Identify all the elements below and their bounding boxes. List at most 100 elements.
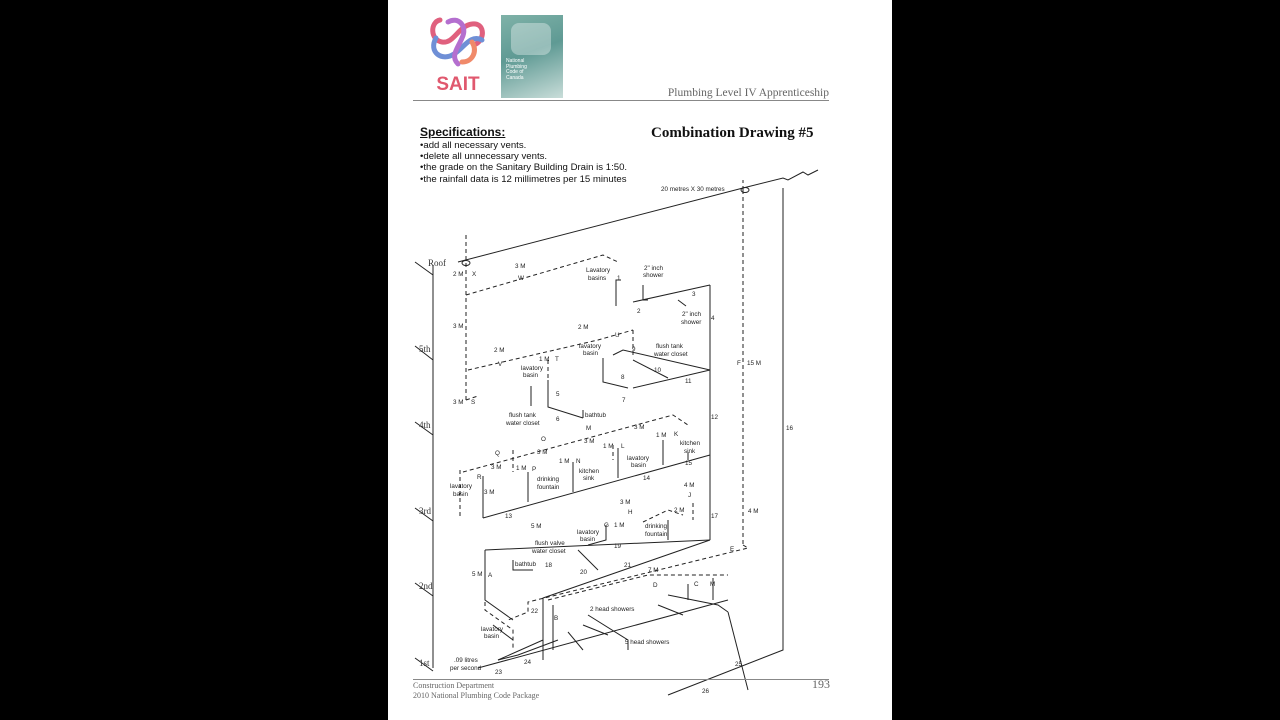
pipe-letter-label: O <box>541 436 546 443</box>
pipe-length-label: 3 M <box>453 399 464 406</box>
specifications-title: Specifications: <box>420 125 506 139</box>
pipe-length-label: 1 M <box>516 465 527 472</box>
pipe-number-label: 1 <box>617 275 621 282</box>
stack-caps <box>461 187 750 266</box>
fixture-label: kitchen <box>579 468 599 475</box>
plumbing-isometric-drawing: Roof 5th 4th 3rd 2nd 1st 20 metres X 30 … <box>414 169 819 696</box>
fixture-label: shower <box>643 272 663 279</box>
code-book-cover: National Plumbing Code of Canada <box>501 15 563 98</box>
specifications-block: Specifications: •add all necessary vents… <box>420 125 627 185</box>
logo-text: SAIT <box>436 74 480 94</box>
pipe-number-label: 21 <box>624 562 632 569</box>
pipe-length-label: 3 M <box>515 263 526 270</box>
fixture-label: lavatory <box>627 455 650 462</box>
fixture-label: bathtub <box>585 412 607 419</box>
fixture-label: kitchen <box>680 440 700 447</box>
pipe-letter-label: S <box>471 399 475 406</box>
pipe-letter-label: N <box>576 458 581 465</box>
pipe-letter-label: C <box>694 581 699 588</box>
pipe-length-label: 3 M <box>537 449 548 456</box>
footer-package: 2010 National Plumbing Code Package <box>413 690 540 700</box>
book-cover-photo <box>511 23 551 55</box>
solid-piping <box>414 169 819 696</box>
fixture-label: basin <box>583 350 599 357</box>
pipe-length-label: 15 M <box>747 360 761 367</box>
fixture-label: lavatory <box>577 529 600 536</box>
fixture-label: water closet <box>531 548 566 555</box>
pipe-length-label: 1 M <box>656 432 667 439</box>
footer-divider <box>413 679 829 680</box>
fixture-label: basin <box>453 491 469 498</box>
fixture-label: 2" inch <box>682 311 702 318</box>
footer-department: Construction Department <box>413 681 495 690</box>
fixture-label: 2" inch <box>644 265 664 272</box>
fixture-label: 2 head showers <box>590 606 634 613</box>
spec-item: •the rainfall data is 12 millimetres per… <box>420 173 627 185</box>
pipe-number-label: 7 <box>622 397 626 404</box>
pipe-length-label: 3 M <box>491 464 502 471</box>
pipe-letter-label: L <box>621 443 625 450</box>
pipe-letter-label: W <box>518 275 524 282</box>
pipe-letter-label: T <box>555 356 559 363</box>
pipe-letter-label: M <box>586 425 591 432</box>
pipe-length-label: 3 M <box>584 438 595 445</box>
pipe-number-label: 18 <box>545 562 553 569</box>
pipe-number-label: 25 <box>735 661 743 668</box>
fixture-label: shower <box>681 319 701 326</box>
level-5th-label: 5th <box>419 344 431 354</box>
pipe-number-label: 17 <box>711 513 719 520</box>
pipe-number-label: 26 <box>702 688 710 695</box>
fixture-label: water closet <box>653 351 688 358</box>
fixture-label: basins <box>588 275 606 282</box>
pipe-number-label: 11 <box>685 378 692 385</box>
header-title: Plumbing Level IV Apprenticeship <box>667 87 829 99</box>
document-page: SAIT National Plumbing Code of Canada Pl… <box>388 0 892 720</box>
fixture-label: flush valve <box>535 540 565 547</box>
fixture-label: flush tank <box>509 412 537 419</box>
pipe-number-label: 20 <box>580 569 588 576</box>
pipe-number-label: 8 <box>621 374 625 381</box>
fixture-label: lavatory <box>521 365 544 372</box>
vent-piping <box>459 180 750 650</box>
pipe-letter-label: K <box>674 431 679 438</box>
spec-item: •add all necessary vents. <box>420 140 527 151</box>
pipe-length-label: 1 M <box>539 356 550 363</box>
book-title: National Plumbing Code of Canada <box>506 58 527 81</box>
pipe-number-label: 3 <box>692 291 696 298</box>
pipe-number-label: 23 <box>495 669 503 676</box>
drawing-annotations: 20 metres X 30 metres 2 M X 3 M W 3 M 2 … <box>450 186 794 695</box>
pipe-number-label: 6 <box>556 416 560 423</box>
pipe-number-label: 15 <box>685 460 693 467</box>
fixture-label: basin <box>580 536 596 543</box>
pipe-length-label: 3 M <box>484 489 495 496</box>
pipe-letter-label: V <box>498 361 503 368</box>
fixture-label: basin <box>631 462 647 469</box>
pipe-number-label: 14 <box>643 475 651 482</box>
footer: Construction Department 2010 National Pl… <box>413 681 539 700</box>
drawing-title: Combination Drawing #5 <box>651 125 814 141</box>
pipe-number-label: 2 <box>637 308 641 315</box>
pipe-number-label: 16 <box>786 425 794 432</box>
pipe-letter-label: P <box>532 466 536 473</box>
pipe-number-label: 9 <box>632 346 636 353</box>
roof-size-label: 20 metres X 30 metres <box>661 186 725 193</box>
fixture-label: basin <box>484 633 500 640</box>
pipe-letter-label: R <box>477 474 482 481</box>
fixture-label: fountain <box>645 531 668 538</box>
pipe-number-label: 4 <box>711 315 715 322</box>
pipe-length-label: 5 M <box>472 571 483 578</box>
pipe-letter-label: E <box>730 546 734 553</box>
level-roof-label: Roof <box>428 258 446 268</box>
fixture-label: lavatory <box>450 483 473 490</box>
pipe-number-label: 19 <box>614 543 622 550</box>
pipe-letter-label: B <box>554 615 558 622</box>
flow-rate-label: .09 litres <box>454 657 478 664</box>
level-3rd-label: 3rd <box>419 506 431 516</box>
spec-item: •the grade on the Sanitary Building Drai… <box>420 162 628 174</box>
level-2nd-label: 2nd <box>419 581 433 591</box>
fixture-label: 5 head showers <box>625 639 669 646</box>
sait-logo: SAIT <box>428 12 488 99</box>
pipe-length-label: 2 M <box>453 271 464 278</box>
pipe-number-label: 12 <box>711 414 719 421</box>
fixture-label: sink <box>684 448 696 455</box>
